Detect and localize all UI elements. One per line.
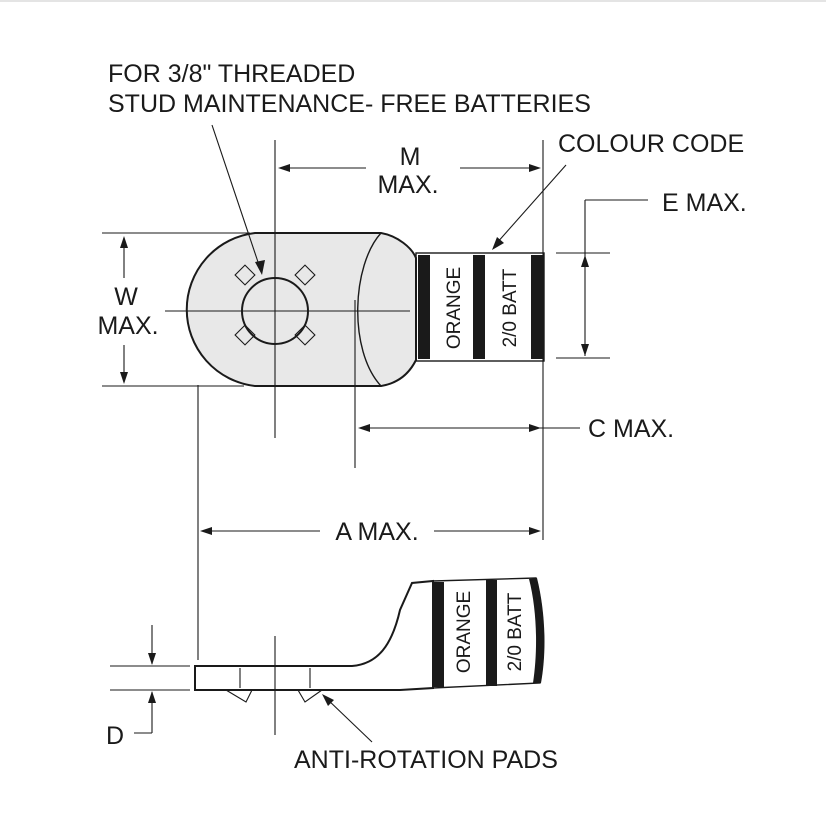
w-label: W [114,283,138,311]
c-arrow-right [529,424,541,432]
colour-leader [495,164,567,245]
anti-rotation-label: ANTI-ROTATION PADS [294,746,558,774]
dimensions: M MAX. W MAX. E MAX. C MAX. A MAX. [97,140,747,750]
e-arrow-bottom [581,344,589,356]
m-arrow-left [278,164,290,172]
stud-leader [211,124,261,269]
d-arrow-bottom [148,691,156,703]
colour-code-label: COLOUR CODE [558,130,744,158]
tab-1 [234,264,256,286]
pad-leader [325,697,373,743]
m-arrow-right [529,164,541,172]
c-max-label: C MAX. [588,415,674,443]
band-size-text-top: 2/0 BATT [500,268,521,347]
stud-note-line2: STUD MAINTENANCE- FREE BATTERIES [108,90,591,118]
lug-body-side [194,579,434,692]
top-view: ORANGE 2/0 BATT [165,140,545,438]
w-max-label: MAX. [97,312,158,340]
a-arrow-right [529,527,541,535]
side-view: ORANGE 2/0 BATT [194,577,545,735]
tab-3 [234,324,256,346]
tab-4 [294,324,316,346]
d-label: D [106,722,124,750]
band-color-text-top: ORANGE [444,267,465,349]
stud-leader-arrow [255,260,265,275]
a-arrow-left [200,527,212,535]
colour-leader-arrow [492,237,504,250]
callouts: FOR 3/8" THREADED STUD MAINTENANCE- FREE… [108,60,744,774]
lug-body-top [185,232,417,387]
m-label: M [400,143,421,171]
a-max-label: A MAX. [335,518,418,546]
d-arrow-top [148,653,156,665]
pad-left [224,689,253,703]
sleeve-band-2 [473,255,485,359]
band-size-text-side: 2/0 BATT [505,592,526,671]
side-band-3 [529,578,545,683]
c-arrow-left [358,424,370,432]
stud-note-line1: FOR 3/8" THREADED [108,60,355,88]
pad-leader-arrow [322,694,334,706]
w-arrow-top [120,236,128,248]
w-arrow-bottom [120,372,128,384]
e-arrow-top [581,255,589,267]
band-color-text-side: ORANGE [454,591,475,673]
side-band-1 [433,582,444,687]
e-max-label: E MAX. [662,189,747,217]
side-band-2 [486,580,497,686]
pad-right [297,689,324,703]
sleeve-band-3 [531,255,543,359]
crimp-curve [357,232,382,387]
m-max-label: MAX. [377,171,438,199]
sleeve-band-1 [418,255,430,359]
color-sleeve-top [415,252,545,362]
tab-2 [294,264,316,286]
